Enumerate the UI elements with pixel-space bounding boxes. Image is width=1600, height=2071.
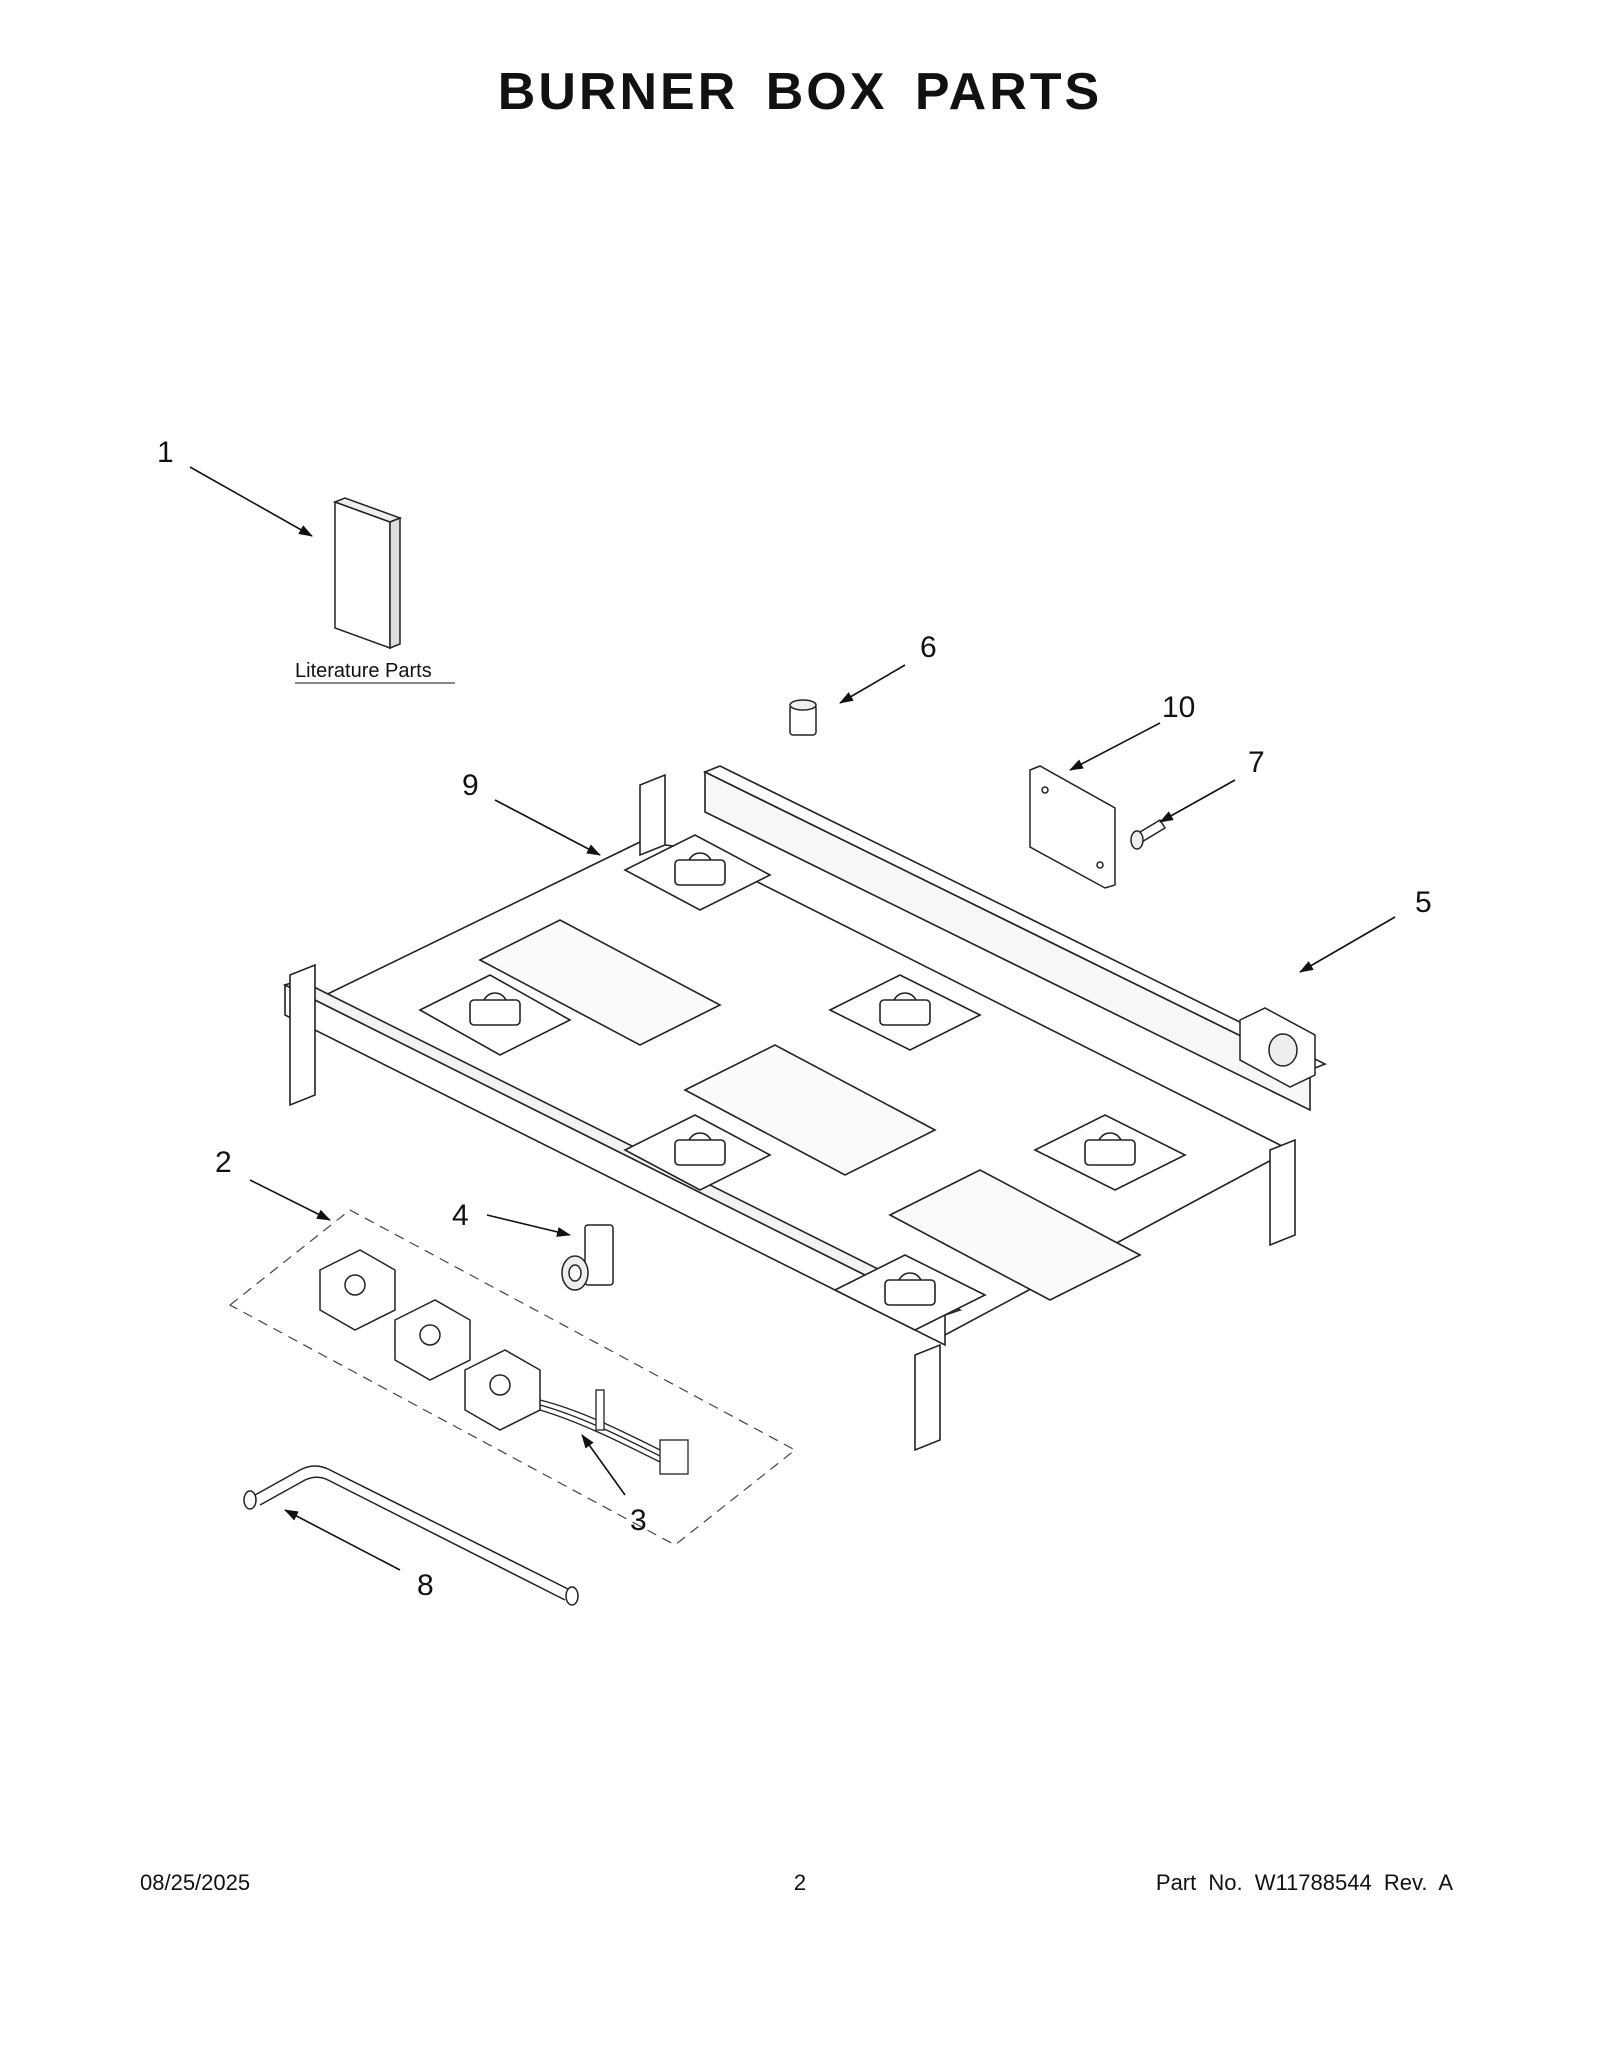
callout-6: 6 — [920, 631, 937, 664]
wire-harness — [539, 1389, 689, 1475]
callout-5: 5 — [1415, 886, 1432, 919]
callout-3: 3 — [630, 1504, 647, 1537]
igniter-module — [1239, 1007, 1316, 1088]
gas-valve-assembly — [319, 1249, 541, 1431]
callout-7: 7 — [1248, 746, 1265, 779]
valve-assembly-group-outline — [228, 1209, 797, 1546]
screw — [1130, 818, 1167, 850]
callout-1: 1 — [157, 436, 174, 469]
literature-booklet — [332, 497, 403, 650]
footer-page-number: 2 — [793, 1870, 807, 1895]
burner-box-pan — [282, 765, 1327, 1452]
callout-10: 10 — [1162, 691, 1195, 724]
footer-date: 08/25/2025 — [140, 1870, 251, 1895]
orifice-fitting — [789, 699, 817, 736]
leader-arrows — [189, 466, 1396, 1571]
callout-9: 9 — [462, 769, 479, 802]
callout-8: 8 — [417, 1569, 434, 1602]
page-title: BURNER BOX PARTS — [497, 63, 1103, 121]
callout-2: 2 — [215, 1146, 232, 1179]
valve-fitting — [561, 1224, 614, 1291]
callout-4: 4 — [452, 1199, 469, 1232]
footer-part-number: Part No. W11788544 Rev. A — [1155, 1870, 1453, 1895]
mounting-bracket-plate — [1029, 765, 1116, 889]
literature-parts-label: Literature Parts — [295, 660, 432, 682]
gas-manifold-tube — [243, 1465, 579, 1606]
